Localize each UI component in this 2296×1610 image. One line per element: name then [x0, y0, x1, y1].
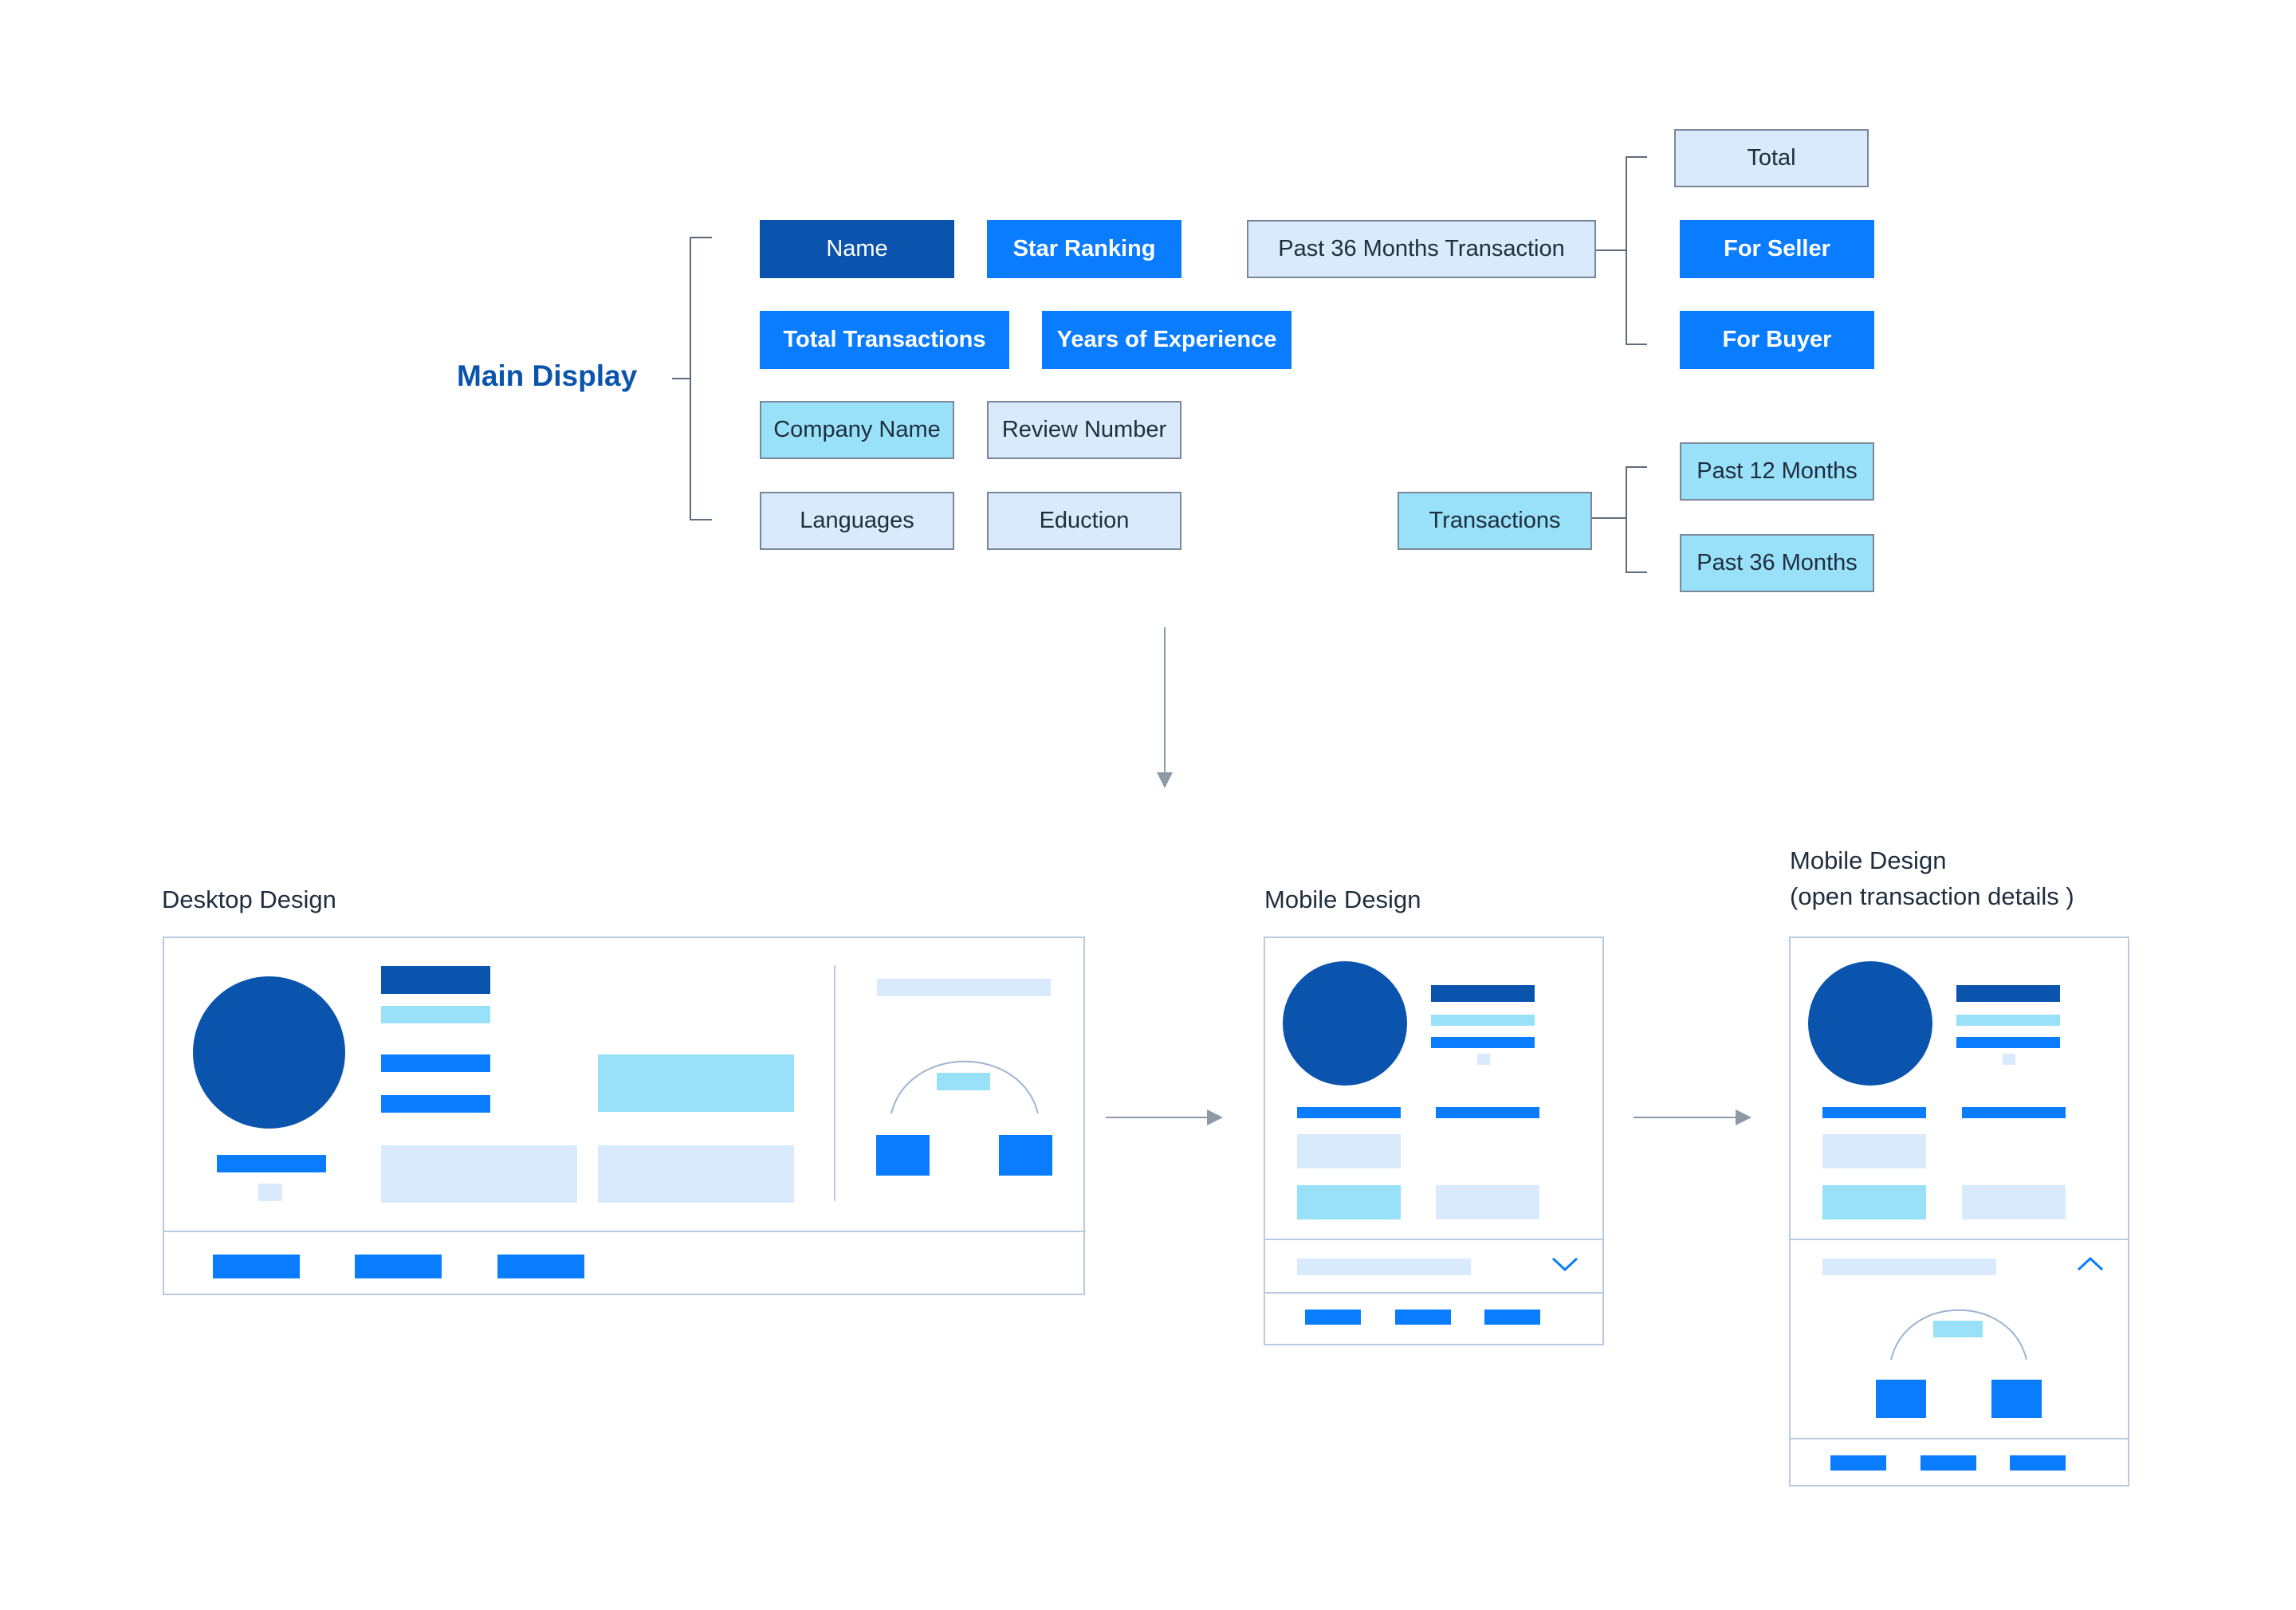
field-review-number: Review Number — [987, 401, 1181, 459]
placeholder-bar — [381, 1054, 490, 1072]
field-name: Name — [760, 220, 954, 278]
placeholder-block — [1297, 1185, 1401, 1219]
placeholder-bar — [1431, 1037, 1535, 1048]
field-star-ranking: Star Ranking — [987, 220, 1181, 278]
placeholder-bar — [1431, 985, 1535, 1002]
mobile-open-caption-line2: (open transaction details ) — [1790, 882, 2074, 910]
placeholder-block — [1822, 1185, 1926, 1219]
placeholder-bar — [1436, 1107, 1539, 1118]
placeholder-bar — [213, 1255, 300, 1278]
field-years-of-experience: Years of Experience — [1042, 311, 1292, 369]
field-eduction: Eduction — [987, 492, 1181, 550]
transactions-period-bracket — [1626, 466, 1647, 573]
chevron-down-icon[interactable] — [1551, 1255, 1579, 1274]
placeholder-block — [381, 1145, 577, 1203]
placeholder-bar — [1921, 1455, 1976, 1471]
placeholder-block — [598, 1145, 794, 1203]
field-total-transactions: Total Transactions — [760, 311, 1009, 369]
placeholder-bar — [1956, 1037, 2060, 1048]
avatar — [1808, 961, 1932, 1086]
placeholder-bar — [1830, 1455, 1886, 1471]
field-languages: Languages — [760, 492, 954, 550]
placeholder-bar — [1297, 1107, 1401, 1118]
placeholder-bar — [1305, 1310, 1361, 1325]
placeholder-bar — [1962, 1107, 2066, 1118]
placeholder-block — [999, 1135, 1052, 1176]
desktop-design-caption: Desktop Design — [162, 886, 336, 913]
placeholder-bar — [381, 1095, 490, 1113]
placeholder-bar — [1956, 985, 2060, 1002]
mobile-open-caption-line1: Mobile Design — [1790, 846, 1947, 874]
placeholder-bar — [1933, 1321, 1983, 1337]
past-36-months-box: Past 36 Months — [1680, 534, 1874, 592]
placeholder-bar — [381, 1006, 490, 1023]
avatar — [1283, 961, 1407, 1086]
placeholder-bar — [1822, 1107, 1926, 1118]
past-36-months-transaction-box: Past 36 Months Transaction — [1247, 220, 1596, 278]
past-12-months-box: Past 12 Months — [1680, 442, 1874, 501]
placeholder-block — [876, 1135, 930, 1176]
placeholder-block — [1962, 1185, 2066, 1219]
placeholder-bar — [355, 1255, 442, 1278]
mobile-divider — [1264, 1292, 1603, 1294]
placeholder-bar — [1297, 1259, 1471, 1275]
placeholder-bar — [217, 1155, 326, 1172]
placeholder-bar — [1822, 1259, 1996, 1275]
field-company-name: Company Name — [760, 401, 954, 459]
placeholder-bar — [2003, 1054, 2015, 1065]
total-box: Total — [1674, 129, 1869, 187]
placeholder-block — [598, 1054, 794, 1112]
mobile-divider — [1790, 1438, 2129, 1439]
placeholder-bar — [1431, 1015, 1535, 1026]
desktop-column-divider — [834, 965, 835, 1201]
avatar — [193, 976, 345, 1129]
placeholder-bar — [1484, 1310, 1540, 1325]
desktop-divider — [163, 1231, 1086, 1232]
placeholder-bar — [258, 1184, 282, 1201]
placeholder-bar — [381, 966, 490, 994]
placeholder-bar — [877, 979, 1051, 996]
placeholder-bar — [2010, 1455, 2066, 1471]
placeholder-bar — [497, 1255, 584, 1278]
placeholder-block — [1822, 1134, 1926, 1168]
placeholder-bar — [1395, 1310, 1451, 1325]
transaction-total-bracket — [1626, 156, 1647, 345]
gauge-arc — [1890, 1309, 2027, 1361]
main-display-bracket — [690, 237, 712, 520]
mobile-divider — [1790, 1239, 2129, 1240]
for-buyer-box: For Buyer — [1680, 311, 1874, 369]
gauge-arc — [890, 1060, 1039, 1114]
placeholder-bar — [1477, 1054, 1490, 1065]
placeholder-block — [1297, 1134, 1401, 1168]
placeholder-block — [1876, 1380, 1926, 1418]
placeholder-bar — [937, 1073, 990, 1090]
for-seller-box: For Seller — [1680, 220, 1874, 278]
transactions-box: Transactions — [1398, 492, 1592, 550]
main-display-heading: Main Display — [457, 359, 638, 392]
placeholder-block — [1436, 1185, 1539, 1219]
chevron-up-icon[interactable] — [2076, 1255, 2105, 1274]
mobile-design-caption: Mobile Design — [1264, 886, 1421, 913]
placeholder-block — [1991, 1380, 2042, 1418]
mobile-divider — [1264, 1239, 1603, 1240]
placeholder-bar — [1956, 1015, 2060, 1026]
